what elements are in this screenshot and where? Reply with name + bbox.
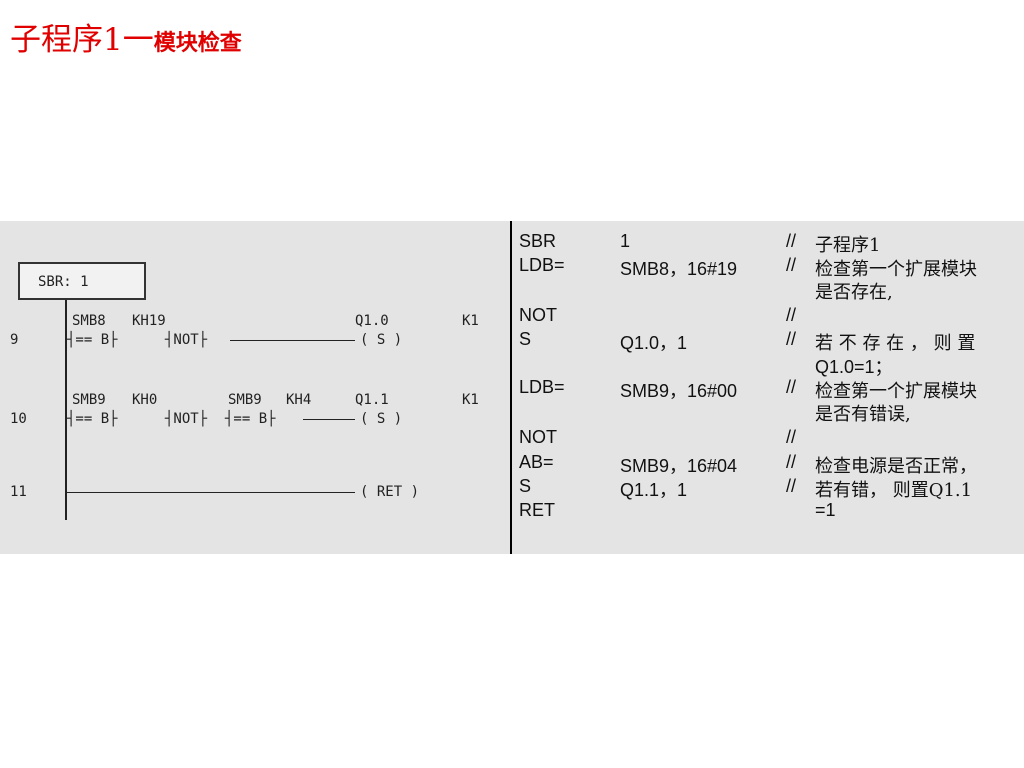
- stl-sep: //: [786, 305, 797, 325]
- stl-arg: SMB9，16#00: [620, 381, 738, 401]
- stl-comment: 是否有错误,: [815, 404, 911, 425]
- stl-comment: Q1.0=1；: [815, 357, 893, 377]
- coil-operand: Q1.1: [355, 392, 389, 408]
- divider-line: [510, 221, 512, 554]
- slide-title-sub: 模块检查: [153, 30, 242, 56]
- stl-row: LDB= SMB8，16#19 // 检查第一个扩展模块: [512, 255, 1024, 280]
- stl-arg: Q1.1，1: [620, 480, 688, 500]
- stl-sep: //: [786, 231, 797, 251]
- coil-count: K1: [462, 313, 479, 329]
- not-contact: ┤NOT├: [165, 411, 208, 427]
- stl-sep: //: [786, 476, 797, 496]
- stl-comment: =1: [815, 500, 836, 520]
- stl-sep: //: [786, 427, 797, 447]
- stl-sep: //: [786, 377, 797, 397]
- slide-title-main: 子程序1一: [10, 22, 154, 58]
- stl-op: LDB=: [519, 377, 565, 397]
- power-rail: [65, 300, 67, 520]
- statement-list: SBR 1 // 子程序1 LDB= SMB8，16#19 // 检查第一个扩展…: [512, 221, 1024, 554]
- stl-comment: 检查第一个扩展模块: [815, 381, 977, 402]
- stl-op: RET: [519, 500, 555, 520]
- network-number: 11: [10, 484, 27, 500]
- contact-operand: KH0: [132, 392, 158, 408]
- stl-comment: 若 不 存 在 ， 则 置: [815, 333, 976, 354]
- rung-wire: [67, 492, 355, 493]
- stl-row: S Q1.1，1 // 若有错， 则置Q1.1: [512, 476, 1024, 501]
- stl-arg: 1: [620, 231, 631, 251]
- stl-sep: //: [786, 329, 797, 349]
- stl-comment: 检查第一个扩展模块: [815, 259, 977, 280]
- stl-row: S Q1.0，1 // 若 不 存 在 ， 则 置: [512, 329, 1024, 354]
- stl-comment: 若有错， 则置Q1.1: [815, 480, 973, 501]
- stl-op: NOT: [519, 427, 557, 447]
- stl-row: Q1.0=1；: [512, 353, 1024, 377]
- contact-operand: SMB9: [228, 392, 262, 408]
- sbr-box: SBR: 1: [18, 262, 146, 300]
- set-coil: ( S ): [360, 411, 403, 427]
- stl-comment: 子程序1: [815, 235, 881, 256]
- stl-row: 是否存在,: [512, 278, 1024, 303]
- coil-operand: Q1.0: [355, 313, 389, 329]
- compare-contact: ┤== B├: [225, 411, 276, 427]
- stl-row: NOT //: [512, 305, 1024, 327]
- contact-operand: SMB8: [72, 313, 106, 329]
- rung-wire: [230, 340, 355, 341]
- stl-sep: //: [786, 452, 797, 472]
- not-contact: ┤NOT├: [165, 332, 208, 348]
- stl-arg: SMB9，16#04: [620, 456, 738, 476]
- rung-wire: [303, 419, 355, 420]
- stl-row: 是否有错误,: [512, 400, 1024, 425]
- contact-operand: KH4: [286, 392, 312, 408]
- program-figure: SBR: 1 9 SMB8 KH19 Q1.0 K1 ┤== B├ ┤NOT├ …: [0, 221, 1024, 554]
- contact-operand: SMB9: [72, 392, 106, 408]
- network-number: 10: [10, 411, 27, 427]
- stl-row: LDB= SMB9，16#00 // 检查第一个扩展模块: [512, 377, 1024, 402]
- stl-op: AB=: [519, 452, 554, 472]
- slide-title: 子程序1一模块检查: [10, 14, 242, 59]
- stl-comment: 是否存在,: [815, 282, 893, 303]
- stl-comment: 检查电源是否正常，: [815, 456, 977, 477]
- network-number: 9: [10, 332, 19, 348]
- stl-arg: SMB8，16#19: [620, 259, 738, 279]
- stl-op: SBR: [519, 231, 557, 251]
- compare-contact: ┤== B├: [67, 411, 118, 427]
- stl-sep: //: [786, 255, 797, 275]
- stl-op: S: [519, 476, 532, 496]
- stl-op: LDB=: [519, 255, 565, 275]
- contact-operand: KH19: [132, 313, 166, 329]
- compare-contact: ┤== B├: [67, 332, 118, 348]
- stl-row: NOT //: [512, 427, 1024, 449]
- set-coil: ( S ): [360, 332, 403, 348]
- ret-coil: ( RET ): [360, 484, 420, 500]
- coil-count: K1: [462, 392, 479, 408]
- ladder-diagram: SBR: 1 9 SMB8 KH19 Q1.0 K1 ┤== B├ ┤NOT├ …: [0, 221, 510, 554]
- stl-row: AB= SMB9，16#04 // 检查电源是否正常，: [512, 452, 1024, 477]
- sbr-box-label: SBR: 1: [38, 274, 89, 290]
- stl-arg: Q1.0，1: [620, 333, 688, 353]
- stl-op: S: [519, 329, 532, 349]
- stl-row: SBR 1 // 子程序1: [512, 231, 1024, 256]
- stl-op: NOT: [519, 305, 557, 325]
- stl-row: RET =1: [512, 500, 1024, 522]
